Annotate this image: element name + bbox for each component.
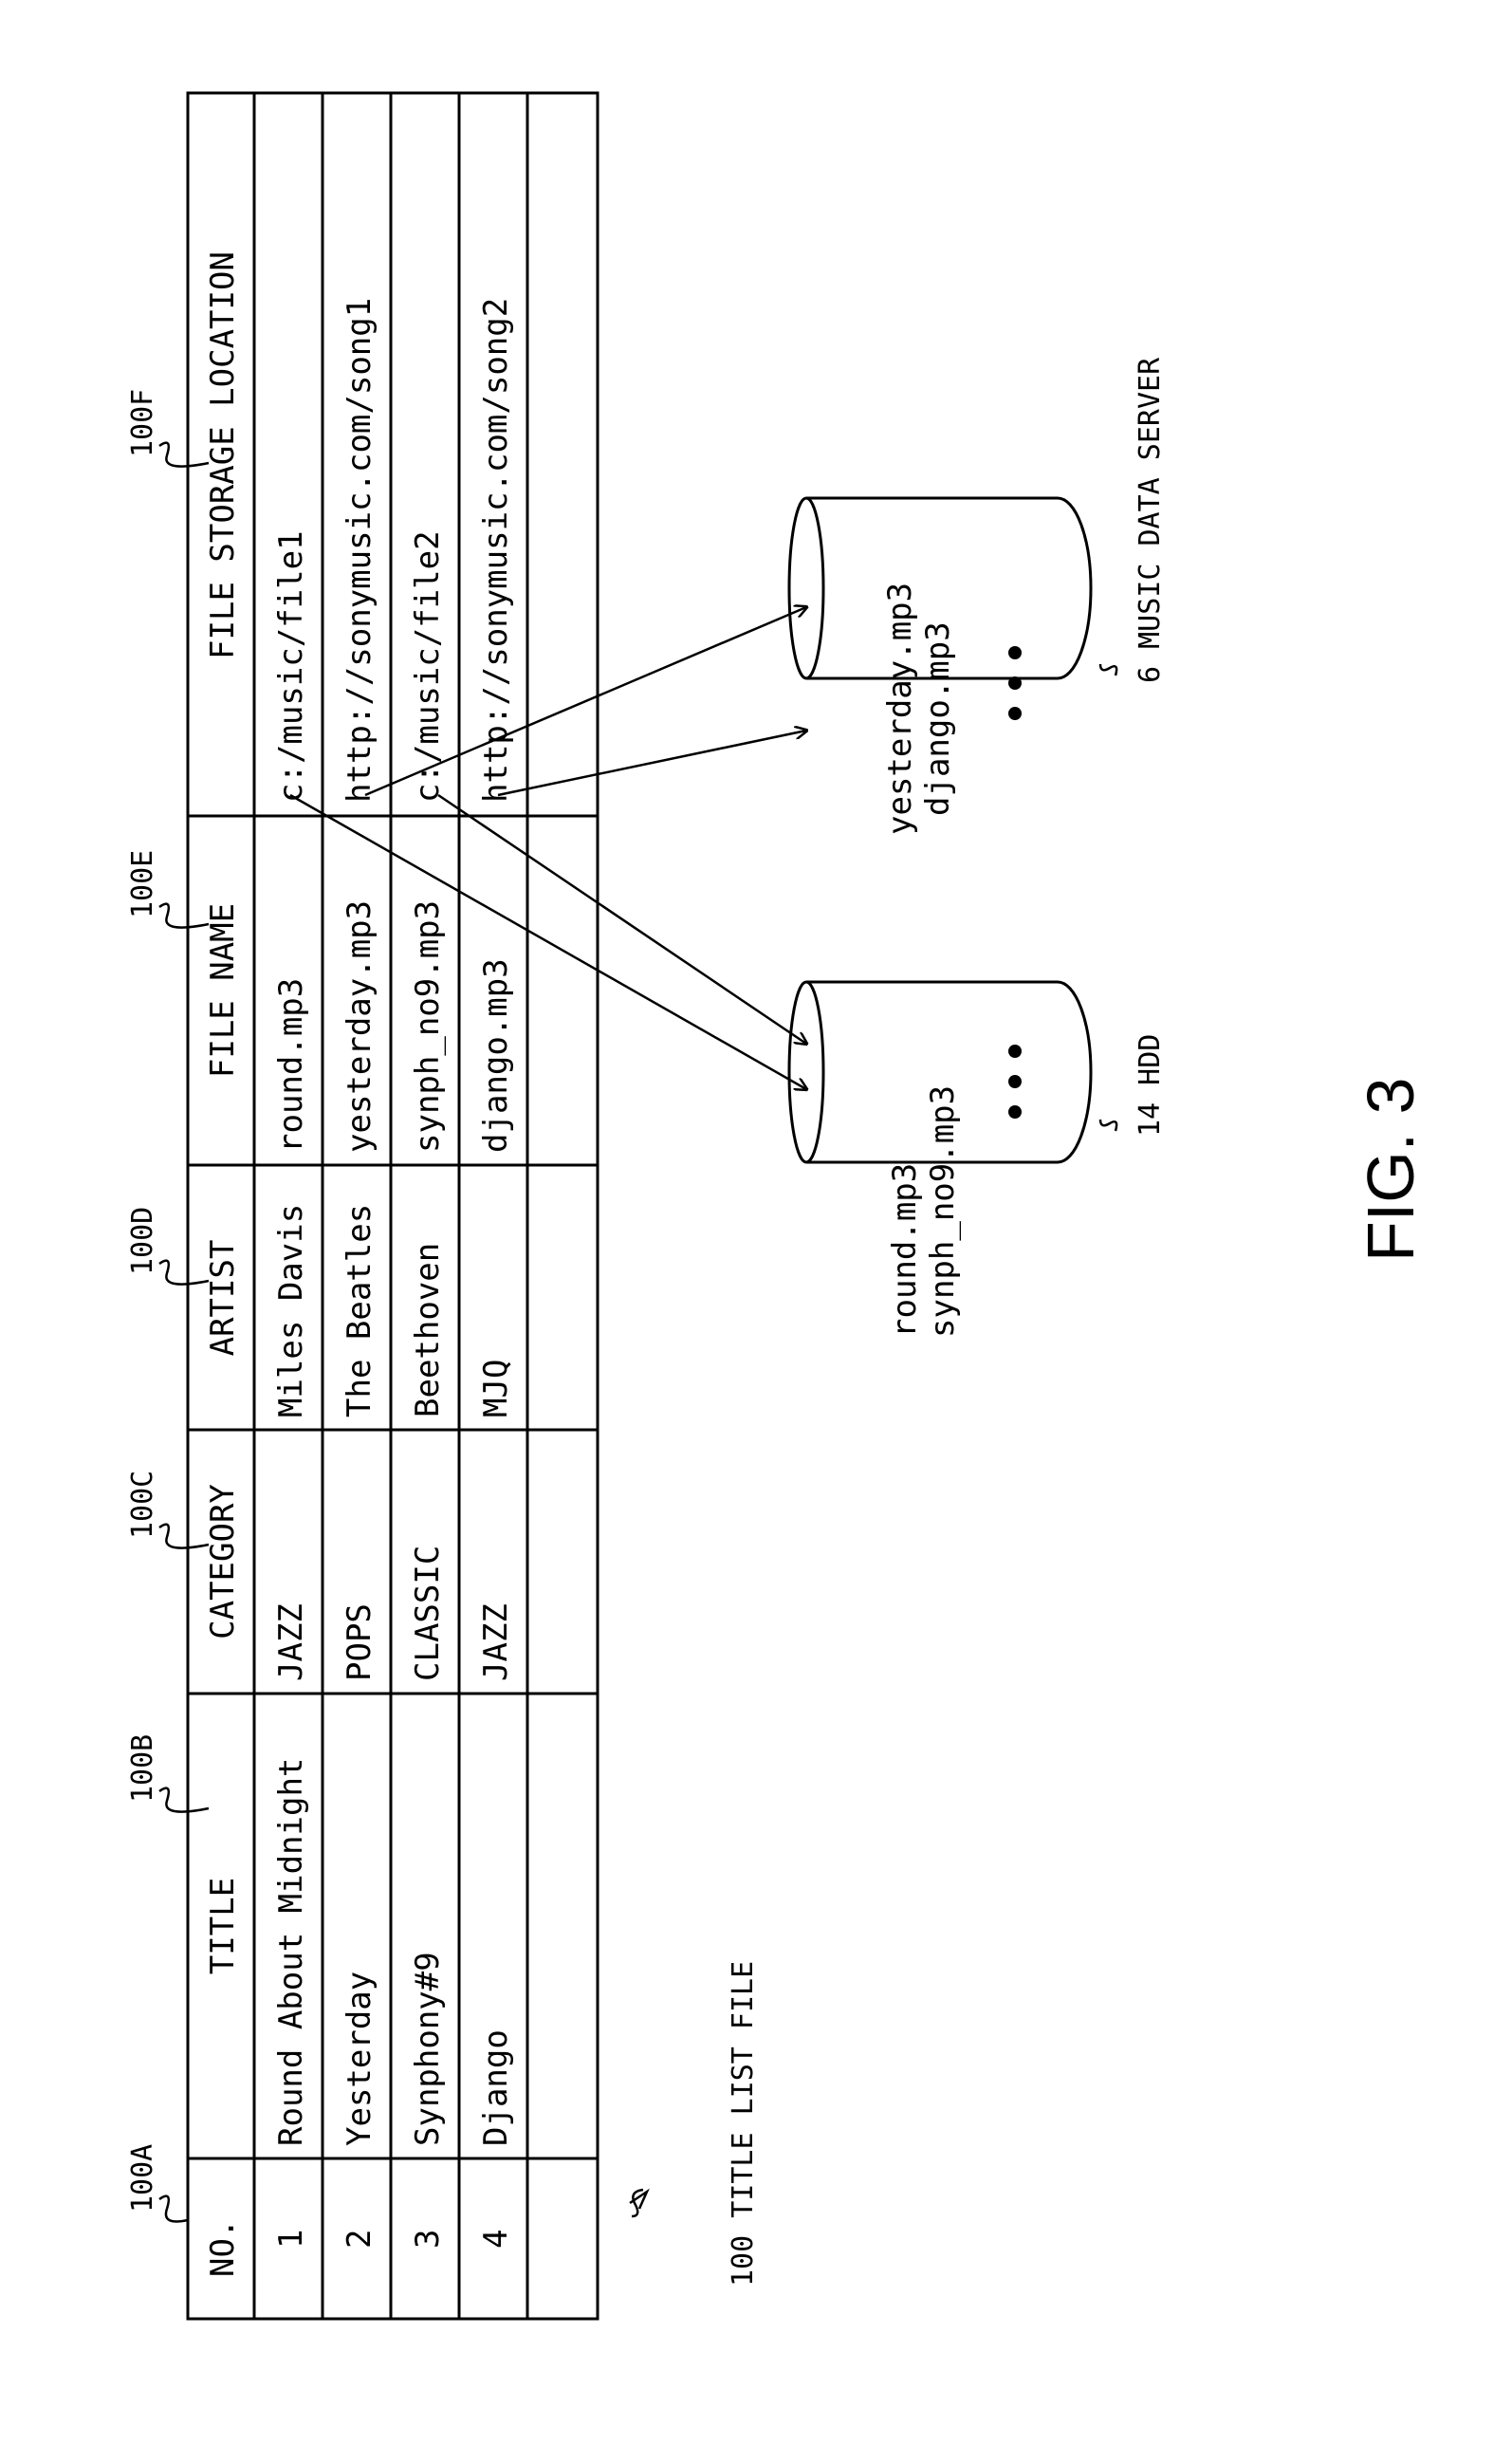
cell-category: JAZZ <box>272 1603 310 1681</box>
cell-category: CLASSIC <box>409 1546 447 1681</box>
ref-leader <box>159 904 209 928</box>
ref-leader <box>159 1261 209 1285</box>
caption-arrowhead <box>630 2192 647 2209</box>
ref-100f: 100F <box>126 389 159 457</box>
header-category: CATEGORY <box>204 1484 242 1639</box>
table-border <box>188 93 598 2319</box>
cell-artist: Beethoven <box>409 1243 447 1417</box>
server-file: django.mp3 <box>919 621 957 816</box>
hdd-storage: round.mp3 round.mp3 synph_no9.mp3 14 HDD <box>789 982 1167 1338</box>
cell-no: 4 <box>477 2230 515 2249</box>
hdd-leader <box>1100 1120 1116 1131</box>
title-list-table: NO. TITLE CATEGORY ARTIST FILE NAME FILE… <box>188 93 598 2319</box>
ellipsis-dot <box>1008 1105 1022 1119</box>
server-label: 6 MUSIC DATA SERVER <box>1134 357 1167 683</box>
hdd-cylinder-top <box>789 982 823 1162</box>
ellipsis-dot <box>1008 676 1022 690</box>
ellipsis-dot <box>1008 1045 1022 1058</box>
cell-no: 1 <box>272 2230 310 2249</box>
hdd-file: synph_no9.mp3 <box>924 1085 962 1338</box>
cell-file-storage-location: c:/music/file1 <box>272 530 310 803</box>
ref-100c: 100C <box>126 1471 159 1539</box>
cell-artist: The Beatles <box>341 1204 378 1417</box>
ellipsis-dot <box>1008 707 1022 720</box>
table-caption: 100 TITLE LIST FILE <box>630 1961 760 2287</box>
header-file-name: FILE NAME <box>204 903 242 1078</box>
cell-file-storage-location: http://sonymusic.com/song2 <box>477 298 515 803</box>
ref-100a: 100A <box>126 2144 159 2213</box>
cell-category: POPS <box>341 1603 378 1681</box>
server-cylinder-top <box>789 498 823 678</box>
cell-file-name: round.mp3 <box>272 978 310 1153</box>
ellipsis-dot <box>1008 1075 1022 1088</box>
arrow-song2-to-server <box>498 731 806 795</box>
cell-file-storage-location: http://sonymusic.com/song1 <box>341 298 378 803</box>
cell-title: Django <box>477 2029 515 2146</box>
ref-100b: 100B <box>126 1734 159 1803</box>
header-no: NO. <box>204 2219 242 2277</box>
hdd-file: round.mp3 <box>886 1163 924 1338</box>
cell-title: Yesterday <box>341 1972 378 2146</box>
cell-artist: Miles Davis <box>272 1204 310 1417</box>
header-artist: ARTIST <box>204 1240 242 1357</box>
figure-label: FIG. 3 <box>1354 1078 1428 1262</box>
ref-leader <box>159 2196 188 2222</box>
cell-title: Synphony#9 <box>409 1952 447 2146</box>
music-data-server: yesterday.mp3 django.mp3 6 MUSIC DATA SE… <box>789 357 1167 835</box>
column-references: 100A 100B 100C 100D 100E 100F <box>126 389 209 2222</box>
header-title: TITLE <box>204 1878 242 1974</box>
cell-file-name: yesterday.mp3 <box>341 900 378 1153</box>
header-file-storage-location: FILE STORAGE LOCATION <box>204 251 242 659</box>
ref-leader <box>159 1788 209 1812</box>
table-caption-label: 100 TITLE LIST FILE <box>727 1961 760 2287</box>
hdd-label: 14 HDD <box>1134 1034 1167 1137</box>
cell-no: 2 <box>341 2230 378 2249</box>
cell-category: JAZZ <box>477 1603 515 1681</box>
cell-file-name: django.mp3 <box>477 958 515 1153</box>
ellipsis-dot <box>1008 646 1022 659</box>
cell-artist: MJQ <box>477 1360 515 1417</box>
server-leader <box>1100 664 1116 676</box>
server-file: yesterday.mp3 <box>881 583 919 835</box>
cell-no: 3 <box>409 2230 447 2249</box>
ref-100e: 100E <box>126 850 159 918</box>
cell-title: Round About Midnight <box>272 1758 310 2146</box>
cell-file-name: synph_no9.mp3 <box>409 900 447 1153</box>
ref-leader <box>159 1525 209 1548</box>
ref-leader <box>159 443 209 467</box>
ref-100d: 100D <box>126 1207 159 1275</box>
